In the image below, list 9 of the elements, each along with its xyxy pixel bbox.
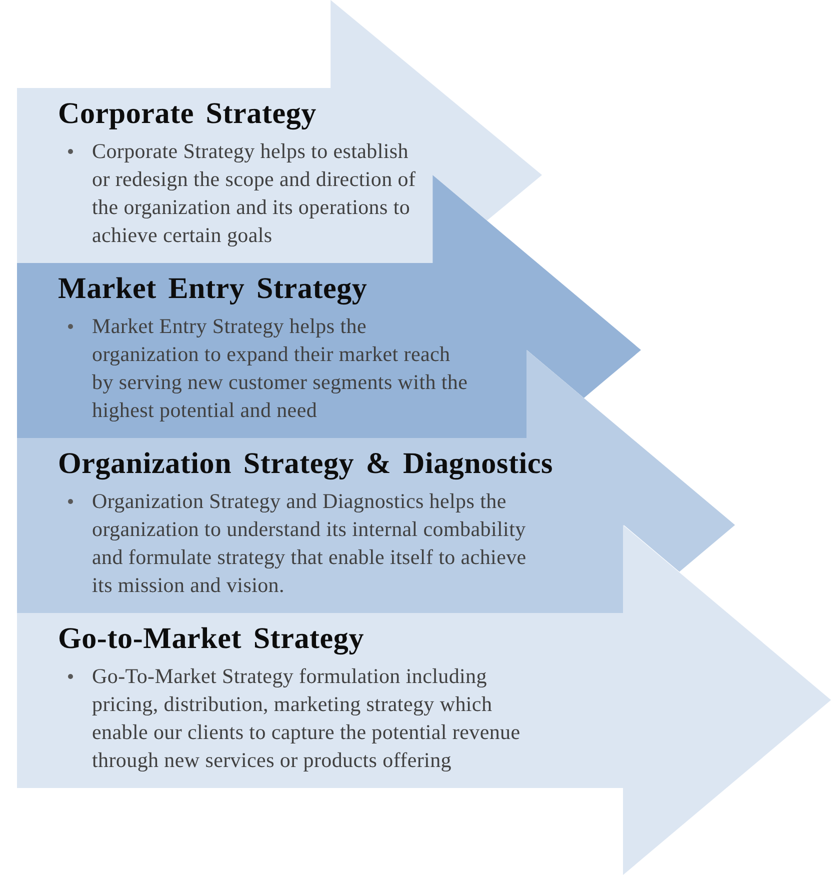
banner-heading: Corporate Strategy bbox=[58, 96, 316, 132]
bullet-text: Corporate Strategy helps to establish or redesign the scope and direction of the organization and its operations to achieve certain goals bbox=[92, 138, 417, 249]
pointed-banner bbox=[17, 0, 542, 263]
bullet-text: Organization Strategy and Diagnostics helps the organization to understand its internal combability and formulate strategy that enable itself to achieve its mission and vision. bbox=[92, 488, 528, 599]
bullet-text: Go-To-Market Strategy formulation including pricing, distribution, marketing strategy which enable our clients to capture the potential revenue through new services or products offering bbox=[92, 663, 522, 774]
banner-heading: Market Entry Strategy bbox=[58, 271, 368, 307]
banner-heading: Go-to-Market Strategy bbox=[58, 621, 364, 657]
banner-heading: Organization Strategy & Diagnostics bbox=[58, 446, 553, 482]
bullet-text: Market Entry Strategy helps the organization to expand their market reach by serving new customer segments with the highest potential and need bbox=[92, 313, 469, 424]
